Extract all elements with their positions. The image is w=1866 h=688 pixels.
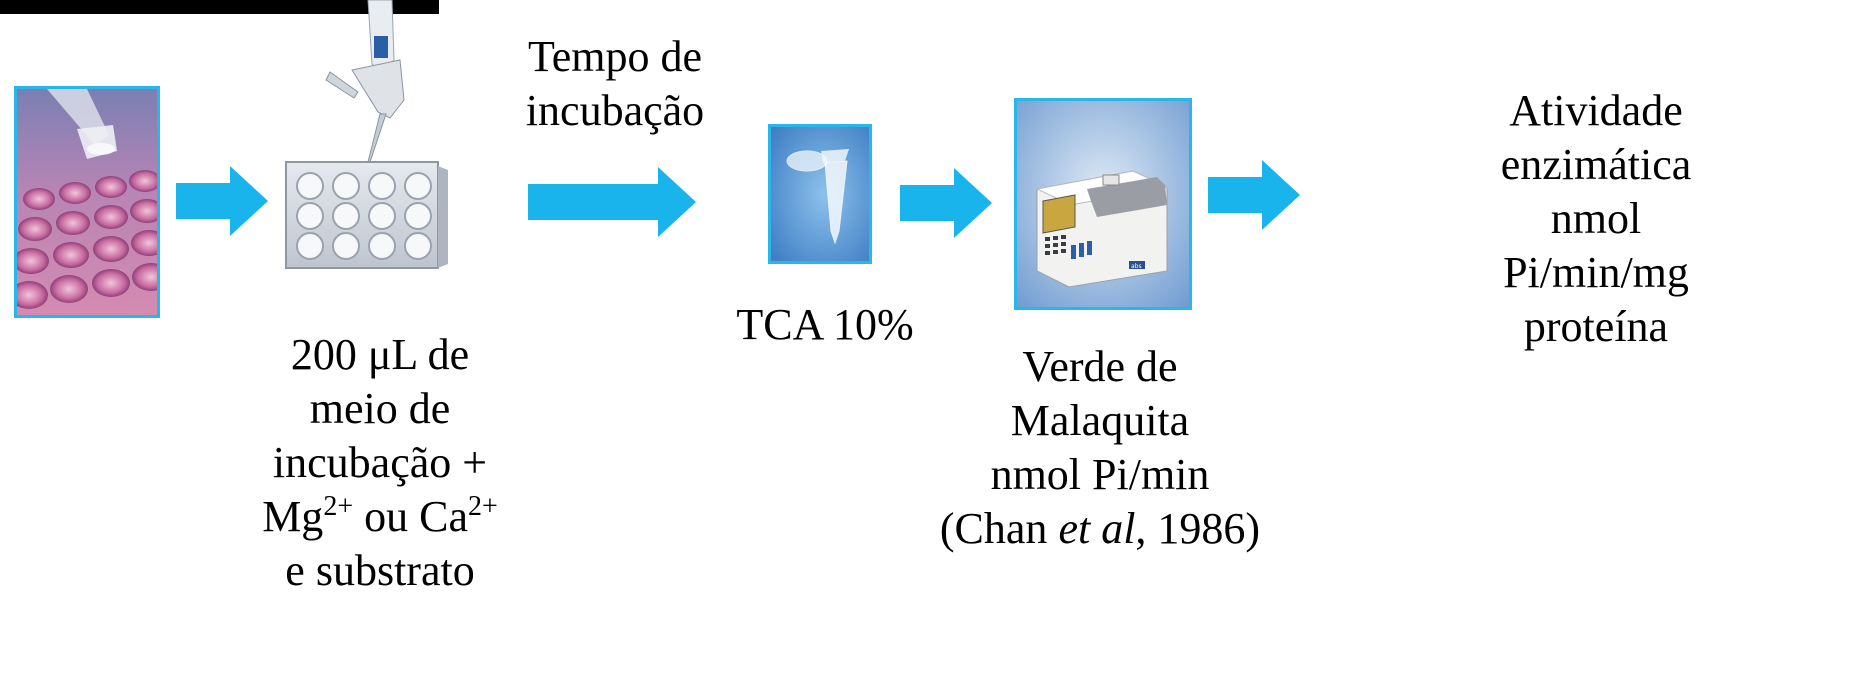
cell-culture-plate-photo xyxy=(14,86,160,318)
arrow-3 xyxy=(900,168,992,238)
medium-line-3: incubação + xyxy=(272,438,488,487)
malachite-line-1: Verde de xyxy=(1022,342,1178,391)
arrow-2 xyxy=(528,167,696,237)
malachite-line-3: nmol Pi/min xyxy=(990,450,1210,499)
incubation-medium-label: 200 μL de meio de incubação + Mg2+ ou Ca… xyxy=(255,328,505,598)
spectro-badge-text: abs xyxy=(1131,263,1142,270)
microtube-photo xyxy=(768,124,872,264)
pipette-and-12-well-plate xyxy=(282,0,458,272)
activity-line-4: Pi/min/mg xyxy=(1503,248,1689,297)
medium-line-5: e substrato xyxy=(285,546,475,595)
medium-line-2: meio de xyxy=(309,384,451,433)
incubation-time-line-1: Tempo de xyxy=(527,32,703,81)
top-black-bar xyxy=(0,0,439,14)
activity-line-1: Atividade xyxy=(1509,86,1683,135)
tca-text: TCA 10% xyxy=(736,300,914,349)
malachite-green-label: Verde de Malaquita nmol Pi/min (Chan et … xyxy=(930,340,1270,556)
activity-line-2: enzimática xyxy=(1500,140,1692,189)
incubation-time-label: Tempo de incubação xyxy=(505,30,725,138)
activity-line-3: nmol xyxy=(1550,194,1642,243)
tca-label: TCA 10% xyxy=(720,298,930,352)
incubation-time-line-2: incubação xyxy=(525,86,705,135)
malachite-line-4: (Chan et al, 1986) xyxy=(939,504,1261,553)
arrow-1 xyxy=(176,166,268,236)
malachite-line-2: Malaquita xyxy=(1010,396,1190,445)
medium-line-1: 200 μL de xyxy=(290,330,470,379)
medium-line-4: Mg2+ ou Ca2+ xyxy=(262,491,498,541)
enzymatic-activity-label: Atividade enzimática nmol Pi/min/mg prot… xyxy=(1346,84,1846,354)
activity-line-5: proteína xyxy=(1523,302,1669,351)
spectrophotometer-photo: abs xyxy=(1014,98,1192,310)
arrow-4 xyxy=(1208,160,1300,230)
